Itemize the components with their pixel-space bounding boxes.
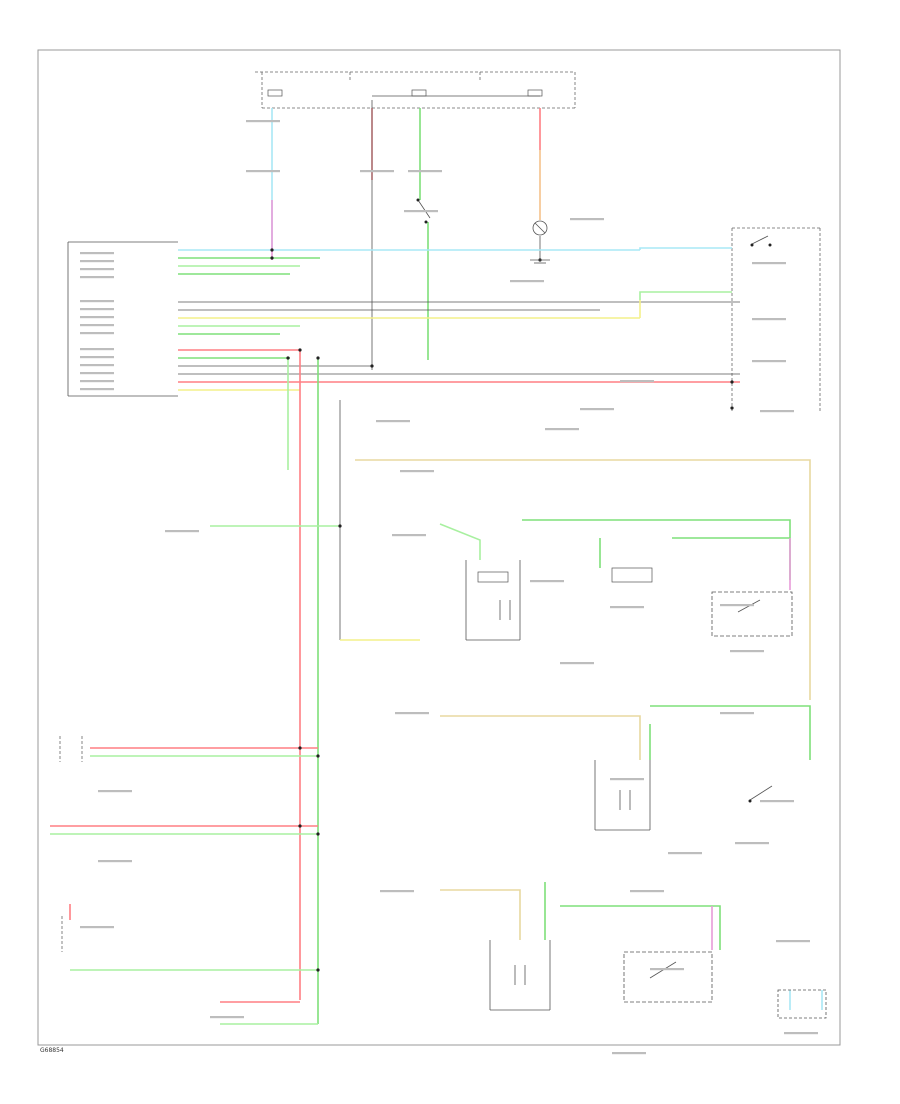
- illegible-label-50: [650, 968, 684, 971]
- brake-switch: [416, 198, 431, 224]
- illegible-label-12: [80, 364, 114, 367]
- junction-dot-4: [286, 356, 290, 360]
- junction-dot-6: [370, 364, 374, 368]
- footer-code: G68854: [40, 1047, 64, 1054]
- illegible-label-24: [510, 280, 544, 283]
- illegible-label-26: [246, 170, 280, 173]
- illegible-label-23: [570, 218, 604, 221]
- illegible-label-54: [210, 1016, 244, 1019]
- illegible-label-25: [246, 120, 280, 123]
- junction-dot-14: [730, 406, 734, 410]
- wire-right-green: [639, 291, 732, 300]
- illegible-label-1: [80, 252, 114, 255]
- bottom-right-box: [777, 989, 827, 1019]
- wire-right-blue: [639, 247, 732, 250]
- illegible-label-42: [760, 800, 794, 803]
- wire-sensor2-green: [650, 705, 811, 760]
- wire-sensor3-tan: [440, 889, 521, 940]
- illegible-label-48: [380, 890, 414, 893]
- illegible-label-7: [80, 316, 114, 319]
- illegible-label-41: [610, 778, 644, 781]
- illegible-label-8: [80, 324, 114, 327]
- junction-dot-8: [298, 746, 302, 750]
- junction-dot-13: [730, 380, 734, 384]
- illegible-label-21: [760, 410, 794, 413]
- speed-sensor-switch-2: [748, 785, 773, 803]
- wheel-sensor-2: [594, 760, 651, 831]
- illegible-label-11: [80, 356, 114, 359]
- wire-sensor1-green: [522, 519, 791, 580]
- pressure-switch-box: [611, 567, 653, 583]
- wheel-sensor-3: [489, 940, 551, 1011]
- wire-tan-long: [355, 459, 811, 700]
- wire-sensor3-green2: [560, 905, 721, 950]
- illegible-label-29: [376, 420, 410, 423]
- junction-dot-1: [270, 248, 274, 252]
- illegible-label-45: [98, 790, 132, 793]
- left-connector-block: [67, 241, 178, 397]
- junction-dot-12: [316, 968, 320, 972]
- wheel-sensor-1: [465, 560, 521, 641]
- illegible-label-44: [668, 852, 702, 855]
- junction-dot-11: [316, 832, 320, 836]
- illegible-label-38: [560, 662, 594, 665]
- illegible-label-39: [395, 712, 429, 715]
- illegible-label-14: [80, 380, 114, 383]
- illegible-label-22: [404, 210, 438, 213]
- illegible-label-28: [408, 170, 442, 173]
- illegible-label-31: [400, 470, 434, 473]
- illegible-label-53: [612, 1052, 646, 1055]
- speed-sensor-switch-3: [623, 951, 713, 1003]
- illegible-label-16: [752, 262, 786, 265]
- illegible-label-47: [80, 926, 114, 929]
- label-group: [80, 120, 818, 1055]
- diagram-border: [37, 49, 841, 1046]
- wire-group: [50, 95, 823, 1025]
- speed-sensor-switch-1: [711, 591, 793, 637]
- illegible-label-2: [80, 260, 114, 263]
- illegible-label-33: [392, 534, 426, 537]
- illegible-label-30: [545, 428, 579, 431]
- illegible-label-13: [80, 372, 114, 375]
- illegible-label-46: [98, 860, 132, 863]
- illegible-label-35: [610, 606, 644, 609]
- illegible-label-52: [784, 1032, 818, 1035]
- illegible-label-20: [580, 408, 614, 411]
- illegible-label-15: [80, 388, 114, 391]
- illegible-label-5: [80, 300, 114, 303]
- illegible-label-36: [720, 604, 754, 607]
- illegible-label-4: [80, 276, 114, 279]
- illegible-label-51: [776, 940, 810, 943]
- junction-dot-9: [316, 754, 320, 758]
- illegible-label-40: [720, 712, 754, 715]
- illegible-label-10: [80, 348, 114, 351]
- junction-dot-3: [298, 348, 302, 352]
- wire-sensor2-tan: [440, 715, 641, 760]
- illegible-label-37: [730, 650, 764, 653]
- illegible-label-6: [80, 308, 114, 311]
- lower-left-connector-1: [59, 736, 83, 762]
- illegible-label-43: [735, 842, 769, 845]
- right-module-box: [731, 227, 821, 412]
- wire-sensor1-yellow: [439, 523, 481, 560]
- junction-dot-10: [298, 824, 302, 828]
- ground-symbol-top: [530, 259, 550, 264]
- illegible-label-3: [80, 268, 114, 271]
- junction-dot-5: [316, 356, 320, 360]
- illegible-label-27: [360, 170, 394, 173]
- fuse-panel: [255, 71, 576, 109]
- illegible-label-9: [80, 332, 114, 335]
- illegible-label-19: [620, 380, 654, 383]
- illegible-label-49: [630, 890, 664, 893]
- junction-dot-2: [270, 256, 274, 260]
- illegible-label-34: [530, 580, 564, 583]
- bulb-lamp: [532, 220, 548, 236]
- illegible-label-18: [752, 360, 786, 363]
- illegible-label-17: [752, 318, 786, 321]
- junction-dot-7: [338, 524, 342, 528]
- illegible-label-32: [165, 530, 199, 533]
